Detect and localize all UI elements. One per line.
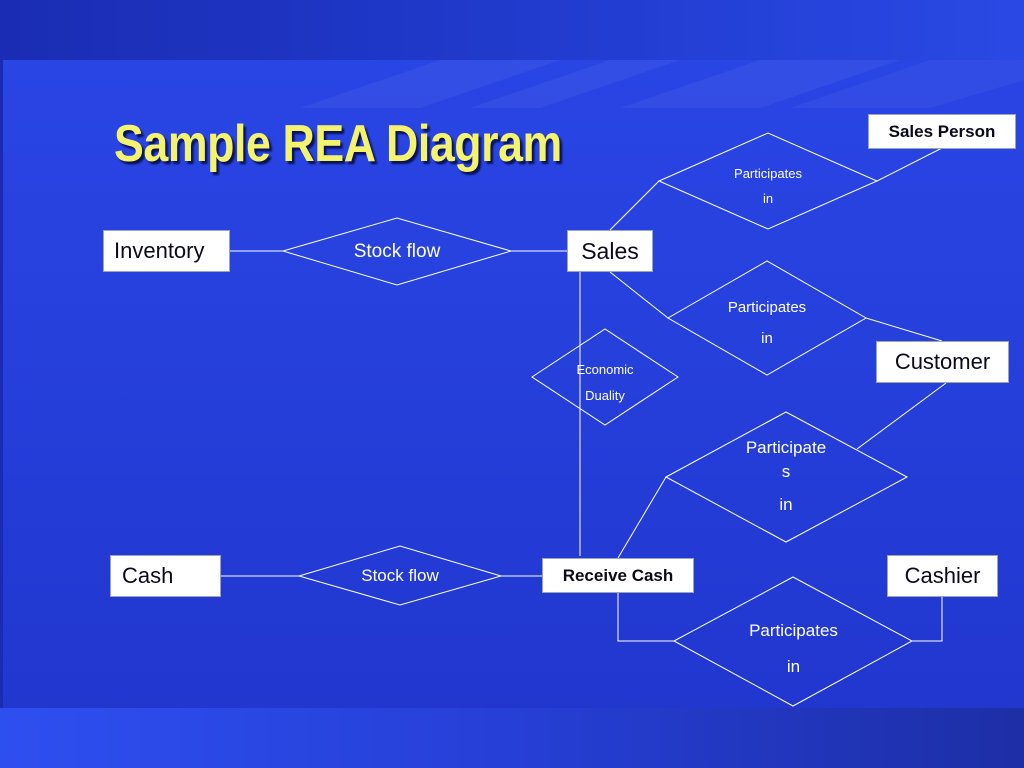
diamond-participates-cashier: [672, 576, 914, 707]
economic-duality-label: Economic Duality: [555, 357, 655, 409]
bottom-band: [0, 708, 1024, 768]
diamond-participates-customer-cash: [664, 411, 909, 543]
economic-duality-line2: Duality: [585, 388, 625, 403]
entity-cash: Cash: [110, 555, 221, 597]
diamond-participates-customer-sales: [666, 260, 868, 376]
entity-inventory: Inventory: [103, 230, 230, 272]
entity-receive-cash: Receive Cash: [542, 558, 694, 593]
participates-customer-sales-label: Participates in: [702, 292, 832, 354]
entity-inventory-label: Inventory: [114, 238, 205, 263]
participates-sales-person-label: Participates in: [708, 161, 828, 211]
line-receivecash-participates-bottom: [617, 593, 674, 642]
participates-cashier-line1: Participates: [749, 621, 838, 640]
left-edge: [0, 60, 3, 708]
line-participates-top-salesperson: [876, 147, 943, 182]
relationship-diamonds: [281, 132, 914, 707]
entity-sales-person: Sales Person: [868, 114, 1016, 149]
participates-customer-cash-line2: s: [781, 462, 791, 481]
entity-cashier-label: Cashier: [904, 563, 981, 588]
entity-customer-label: Customer: [894, 349, 991, 374]
entity-cash-label: Cash: [122, 563, 174, 588]
entity-sales-label: Sales: [581, 237, 639, 264]
economic-duality-line1: Economic: [576, 362, 634, 377]
line-participates-mid-customer: [865, 317, 943, 342]
participates-customer-cash-label: Participate s in: [721, 437, 851, 516]
participates-sales-person-line2: in: [762, 191, 774, 206]
participates-customer-cash-line3: in: [779, 495, 793, 514]
diamond-stock-flow-cash: [297, 545, 503, 606]
stock-flow-sales-label: Stock flow: [353, 241, 441, 262]
diamond-participates-sales-person: [657, 132, 879, 230]
slide-title: Sample REA Diagram: [114, 115, 562, 173]
line-sales-participates-mid: [609, 271, 669, 319]
participates-cashier-label: Participates in: [726, 613, 861, 685]
line-customer-participates-low: [856, 382, 947, 450]
diamond-stock-flow-sales: [281, 217, 513, 286]
entity-receive-cash-label: Receive Cash: [562, 565, 674, 585]
line-participates-low-receivecash: [617, 476, 667, 559]
participates-cashier-line2: in: [786, 657, 801, 676]
entity-sales: Sales: [567, 230, 653, 272]
entity-sales-person-label: Sales Person: [888, 121, 996, 141]
line-sales-participates-top: [609, 180, 660, 231]
participates-sales-person-line1: Participates: [734, 166, 802, 181]
participates-customer-cash-line1: Participate: [745, 438, 827, 457]
entity-customer: Customer: [876, 341, 1009, 383]
participates-customer-sales-line1: Participates: [727, 299, 807, 316]
top-band: [0, 0, 1024, 60]
entity-cashier: Cashier: [887, 555, 998, 597]
connector-lines: [221, 147, 947, 642]
stock-flow-cash-label: Stock flow: [361, 566, 439, 585]
participates-customer-sales-line2: in: [761, 330, 773, 347]
diamond-economic-duality: [531, 328, 679, 426]
line-participates-bottom-cashier: [912, 597, 943, 642]
